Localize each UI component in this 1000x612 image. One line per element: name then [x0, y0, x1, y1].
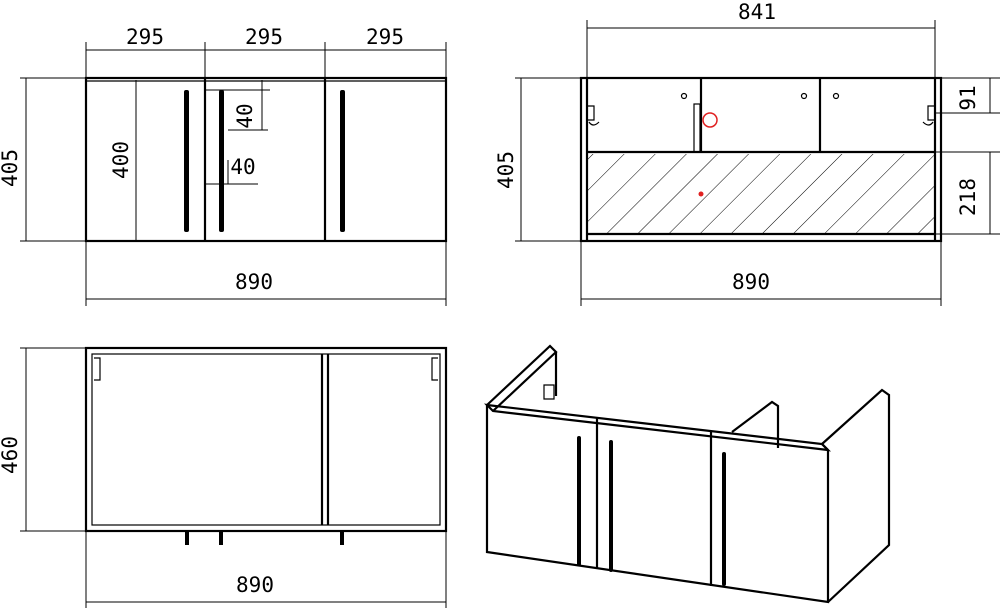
front-door-height-dimension: 400 [109, 80, 137, 241]
front-height-dimension: 405 [0, 77, 86, 242]
iso-door-1-handle [577, 436, 581, 566]
iso-left-hanger [543, 384, 555, 400]
top-width-dimension: 890 [85, 531, 447, 608]
iso-front-top-edge [483, 403, 832, 452]
back-dim-width: 890 [732, 270, 770, 294]
front-dim-top-2: 295 [245, 25, 283, 49]
front-cabinet-outline [84, 76, 448, 243]
top-right-hanger [431, 357, 438, 381]
back-hinge-hole-2 [800, 92, 808, 100]
back-top-gap-dimension: 91 [935, 77, 1000, 114]
back-right-hanger [922, 105, 934, 126]
front-door-3-handle [340, 90, 345, 232]
front-width-dimension: 890 [85, 241, 447, 306]
back-hinge-hole-3 [832, 92, 840, 100]
back-view: 841 405 91 218 890 [494, 0, 1000, 306]
front-handle-offset-dimensions: 40 40 [205, 80, 270, 185]
front-dim-handle-offset-a: 40 [233, 103, 257, 128]
back-cabinet-outline [579, 76, 943, 243]
front-dim-handle-offset-b: 40 [230, 155, 255, 179]
front-door-2-handle [219, 90, 224, 232]
back-hatched-section [587, 154, 935, 234]
back-dim-inner-width: 841 [738, 0, 776, 24]
front-top-dimensions: 295 295 295 [85, 25, 447, 78]
top-view: 460 890 [0, 346, 448, 608]
iso-door-2-handle [609, 440, 613, 572]
iso-right-panel [821, 388, 891, 603]
top-handle-3 [340, 531, 344, 545]
back-dim-top-gap: 91 [956, 85, 980, 110]
top-cabinet-outline [84, 346, 448, 533]
front-dim-top-1: 295 [126, 25, 164, 49]
iso-door-3-handle [722, 452, 726, 586]
top-depth-dimension: 460 [0, 347, 86, 532]
front-dim-top-3: 295 [366, 25, 404, 49]
isometric-view [483, 344, 891, 604]
back-inner-width-dimension: 841 [586, 0, 936, 78]
top-inner-outline [91, 353, 441, 526]
top-handle-2 [219, 531, 223, 545]
iso-middle-partition [731, 400, 780, 448]
back-height-dimension: 405 [494, 77, 581, 242]
front-dim-height-door: 400 [109, 141, 133, 179]
top-dim-depth: 460 [0, 436, 22, 474]
back-red-marker-dot [698, 191, 704, 197]
top-left-hanger [94, 357, 101, 381]
back-red-marker-ring [702, 112, 718, 128]
top-dim-width: 890 [236, 573, 274, 597]
top-handle-1 [185, 531, 189, 545]
iso-left-panel-top [486, 344, 558, 412]
back-left-hanger [588, 105, 600, 126]
front-view: 295 295 295 405 400 40 40 [0, 25, 448, 306]
iso-front-face [485, 405, 830, 604]
front-door-1-handle [184, 90, 189, 232]
back-width-dimension: 890 [580, 241, 942, 306]
front-dim-width: 890 [235, 270, 273, 294]
front-dim-height-outer: 405 [0, 149, 22, 187]
back-hinge-hole-1 [680, 92, 688, 100]
back-dim-height: 405 [494, 151, 518, 189]
back-dim-hatch-height: 218 [956, 178, 980, 216]
back-hatch-height-dimension: 218 [935, 151, 1000, 235]
back-center-bracket [693, 103, 701, 153]
